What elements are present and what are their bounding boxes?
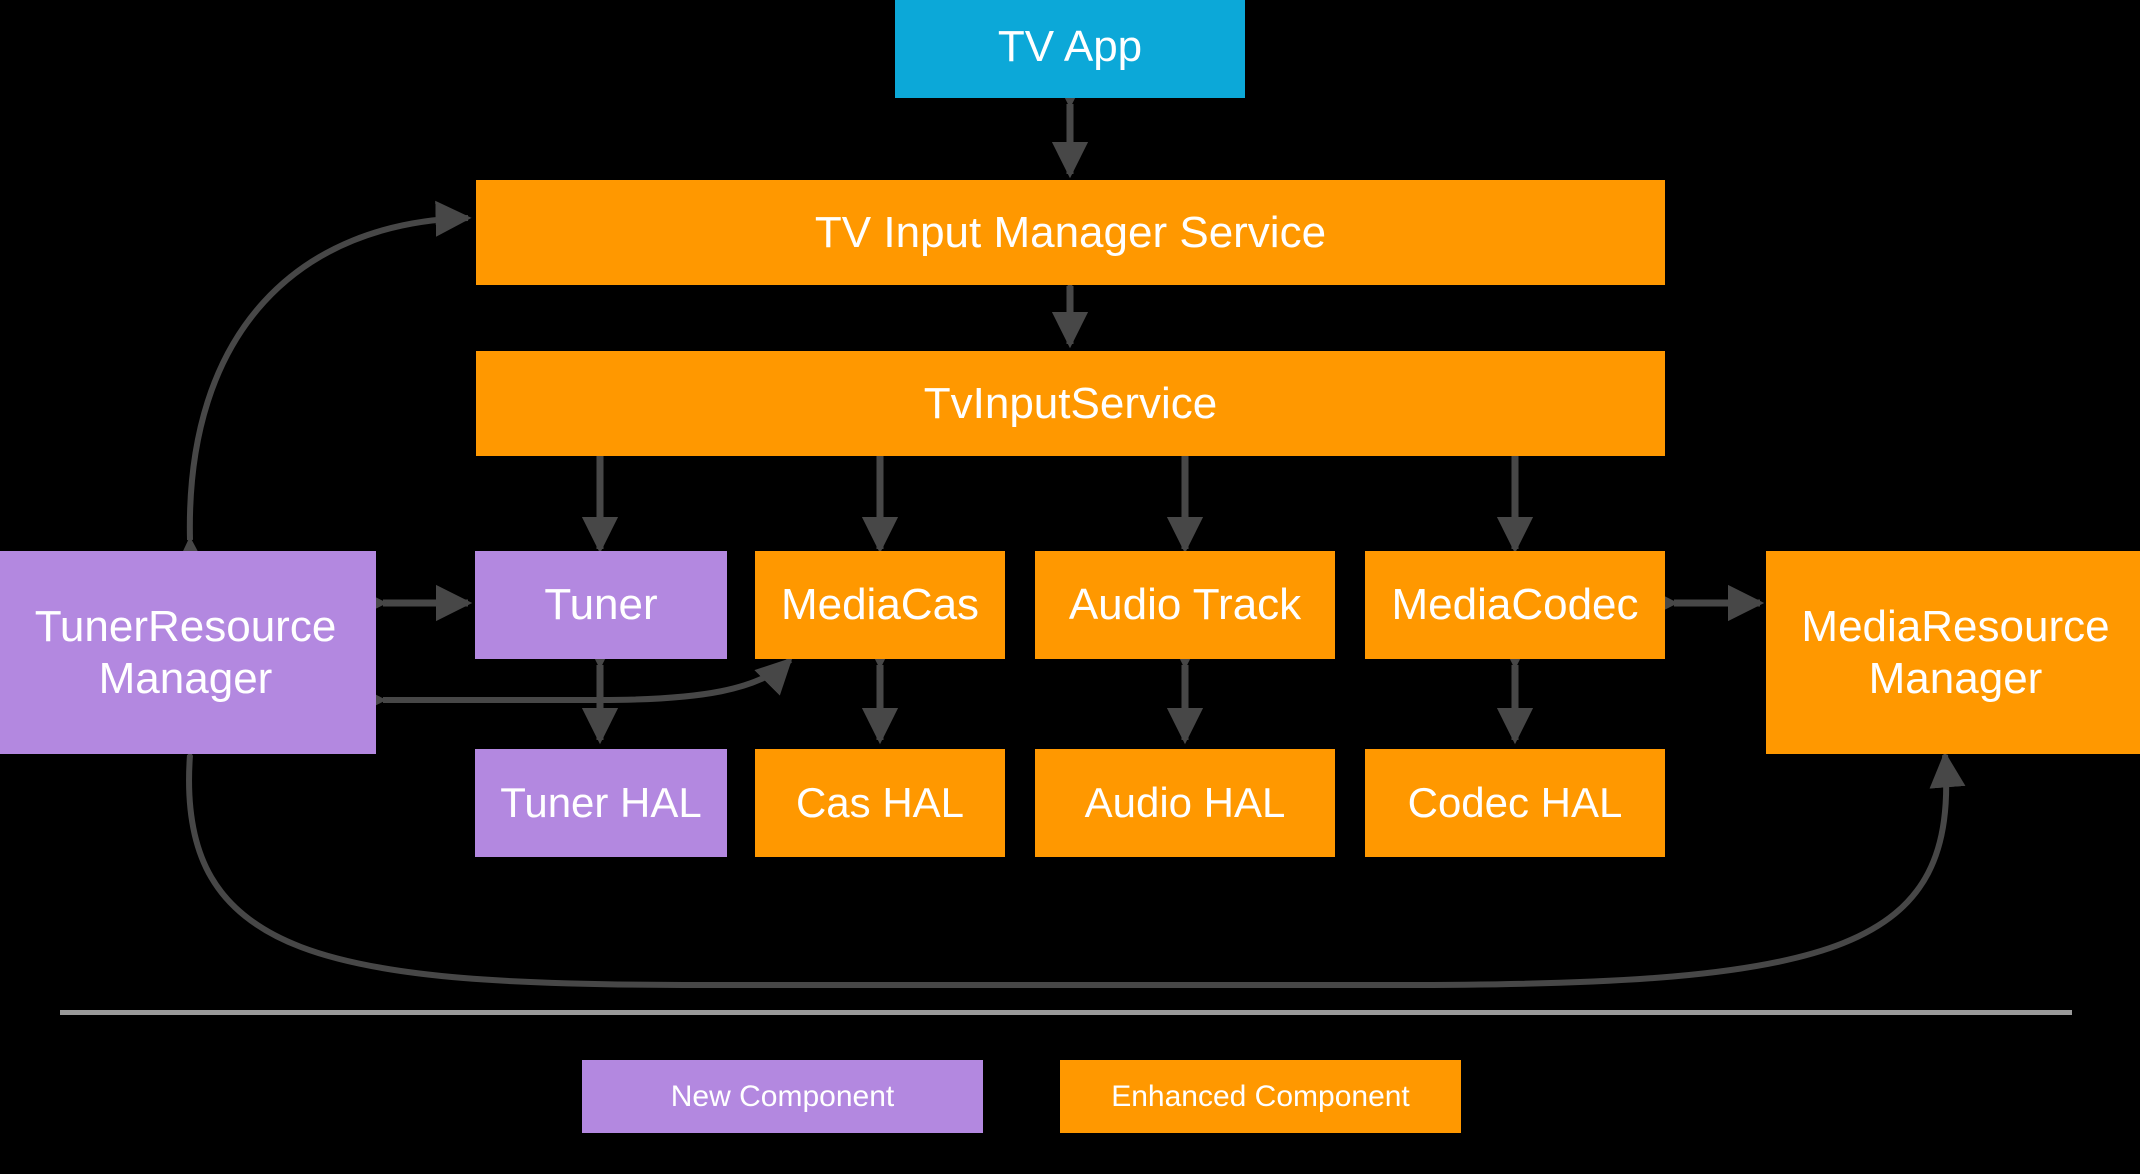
- node-media-cas-label: MediaCas: [780, 580, 980, 630]
- node-tv-input-manager-service[interactable]: TV Input Manager Service: [476, 180, 1665, 285]
- node-tuner-label: Tuner: [544, 580, 658, 630]
- node-tuner[interactable]: Tuner: [475, 551, 727, 659]
- node-tuner-hal[interactable]: Tuner HAL: [475, 749, 727, 857]
- connector-trm-mediacas-curve: [350, 657, 793, 718]
- legend-item-new-component-label: New Component: [670, 1079, 895, 1113]
- node-audio-track[interactable]: Audio Track: [1035, 551, 1335, 659]
- node-tv-app[interactable]: TV App: [895, 0, 1245, 98]
- node-codec-hal[interactable]: Codec HAL: [1365, 749, 1665, 857]
- node-media-resource-manager-label-line1: MediaResource: [1801, 601, 2110, 651]
- node-tv-app-label: TV App: [997, 21, 1143, 71]
- legend-divider: [60, 1010, 2072, 1015]
- node-codec-hal-label: Codec HAL: [1407, 779, 1623, 827]
- connector-trm-mrm-curve: [174, 721, 1966, 988]
- node-tuner-resource-manager[interactable]: TunerResource Manager: [0, 551, 376, 754]
- node-tv-input-service[interactable]: TvInputService: [476, 351, 1665, 456]
- node-tv-input-service-label: TvInputService: [923, 378, 1218, 428]
- node-cas-hal[interactable]: Cas HAL: [755, 749, 1005, 857]
- node-media-codec-label: MediaCodec: [1391, 580, 1639, 630]
- node-media-cas[interactable]: MediaCas: [755, 551, 1005, 659]
- node-tuner-hal-label: Tuner HAL: [500, 779, 702, 827]
- node-audio-hal-label: Audio HAL: [1084, 779, 1286, 827]
- legend-item-new-component[interactable]: New Component: [582, 1060, 983, 1133]
- legend-item-enhanced-component[interactable]: Enhanced Component: [1060, 1060, 1461, 1133]
- node-tuner-resource-manager-label-line2: Manager: [98, 653, 273, 703]
- connector-trm-tims-curve: [172, 200, 472, 573]
- node-tv-input-manager-service-label: TV Input Manager Service: [814, 207, 1327, 257]
- node-media-resource-manager-label-line2: Manager: [1868, 653, 2043, 703]
- node-tuner-resource-manager-label-line1: TunerResource: [34, 601, 337, 651]
- node-audio-hal[interactable]: Audio HAL: [1035, 749, 1335, 857]
- node-media-codec[interactable]: MediaCodec: [1365, 551, 1665, 659]
- node-audio-track-label: Audio Track: [1068, 580, 1302, 630]
- node-cas-hal-label: Cas HAL: [795, 779, 965, 827]
- legend-item-enhanced-component-label: Enhanced Component: [1111, 1079, 1410, 1113]
- node-media-resource-manager[interactable]: MediaResource Manager: [1766, 551, 2140, 754]
